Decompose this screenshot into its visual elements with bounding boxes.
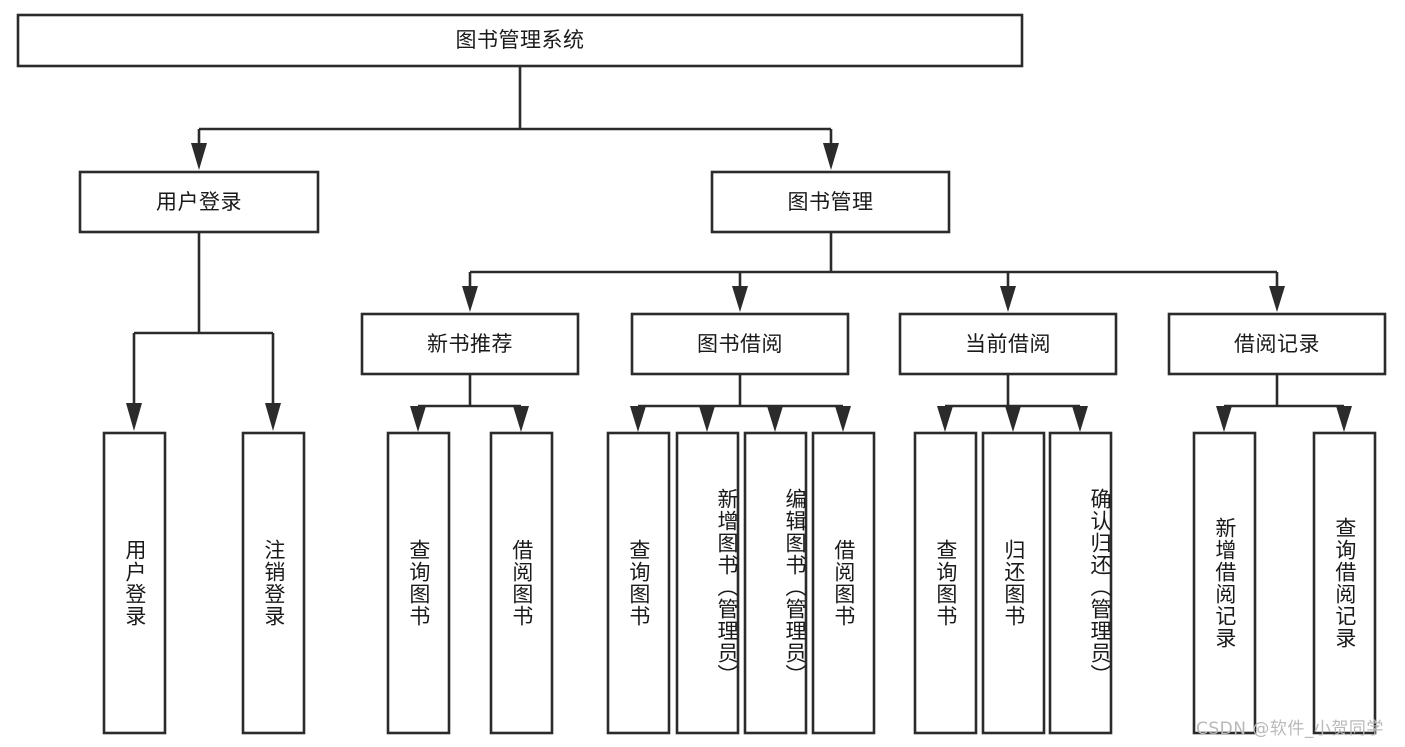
connector-currentborrow-to-leaves: [937, 374, 1088, 432]
node-box-leaf-book-borrow-0[interactable]: [606, 431, 671, 735]
connector-borrowrecord-to-leaves: [1216, 374, 1352, 432]
connector-bookmgmt-to-level3: [462, 232, 1285, 312]
node-box-borrow-record[interactable]: [1167, 312, 1387, 376]
arrow-head-icon: [410, 406, 426, 432]
node-box-leaf-user-login-1[interactable]: [241, 431, 306, 735]
node-box-leaf-new-book-0[interactable]: [386, 431, 451, 735]
arrow-head-icon: [513, 406, 529, 432]
arrow-head-icon: [265, 403, 281, 431]
node-box-new-book-recommend[interactable]: [360, 312, 580, 376]
arrow-head-icon: [191, 143, 207, 170]
arrow-head-icon: [835, 406, 851, 432]
arrow-head-icon: [699, 406, 715, 432]
arrow-head-icon: [462, 286, 478, 312]
node-box-user-login[interactable]: [78, 170, 320, 234]
arrow-head-icon: [1216, 406, 1232, 432]
arrow-head-icon: [732, 286, 748, 312]
node-box-leaf-book-borrow-3[interactable]: [811, 431, 876, 735]
node-box-leaf-user-login-0[interactable]: [102, 431, 167, 735]
node-box-root[interactable]: [16, 13, 1024, 68]
node-box-leaf-book-borrow-1[interactable]: [675, 431, 740, 735]
node-box-leaf-current-borrow-0[interactable]: [913, 431, 978, 735]
node-box-leaf-borrow-record-0[interactable]: [1192, 431, 1257, 735]
arrow-head-icon: [1005, 406, 1021, 432]
node-box-current-borrow[interactable]: [898, 312, 1118, 376]
arrow-head-icon: [1269, 286, 1285, 312]
arrow-head-icon: [1336, 406, 1352, 432]
arrow-head-icon: [823, 143, 839, 170]
node-box-leaf-current-borrow-1[interactable]: [981, 431, 1046, 735]
node-box-leaf-book-borrow-2[interactable]: [743, 431, 808, 735]
connector-root-to-level2: [191, 66, 839, 170]
connector-userlogin-to-leaves: [126, 232, 281, 431]
arrow-head-icon: [1000, 286, 1016, 312]
arrow-head-icon: [1072, 406, 1088, 432]
arrow-head-icon: [767, 406, 783, 432]
arrow-head-icon: [126, 403, 142, 431]
node-box-leaf-current-borrow-2[interactable]: [1048, 431, 1113, 735]
arrow-head-icon: [630, 406, 646, 432]
connector-bookborrow-to-leaves: [630, 374, 851, 432]
node-box-book-borrow[interactable]: [630, 312, 850, 376]
node-box-leaf-new-book-1[interactable]: [489, 431, 554, 735]
arrow-head-icon: [937, 406, 953, 432]
connector-newbook-to-leaves: [410, 374, 529, 432]
node-box-book-management[interactable]: [710, 170, 951, 234]
node-box-leaf-borrow-record-1[interactable]: [1312, 431, 1377, 735]
